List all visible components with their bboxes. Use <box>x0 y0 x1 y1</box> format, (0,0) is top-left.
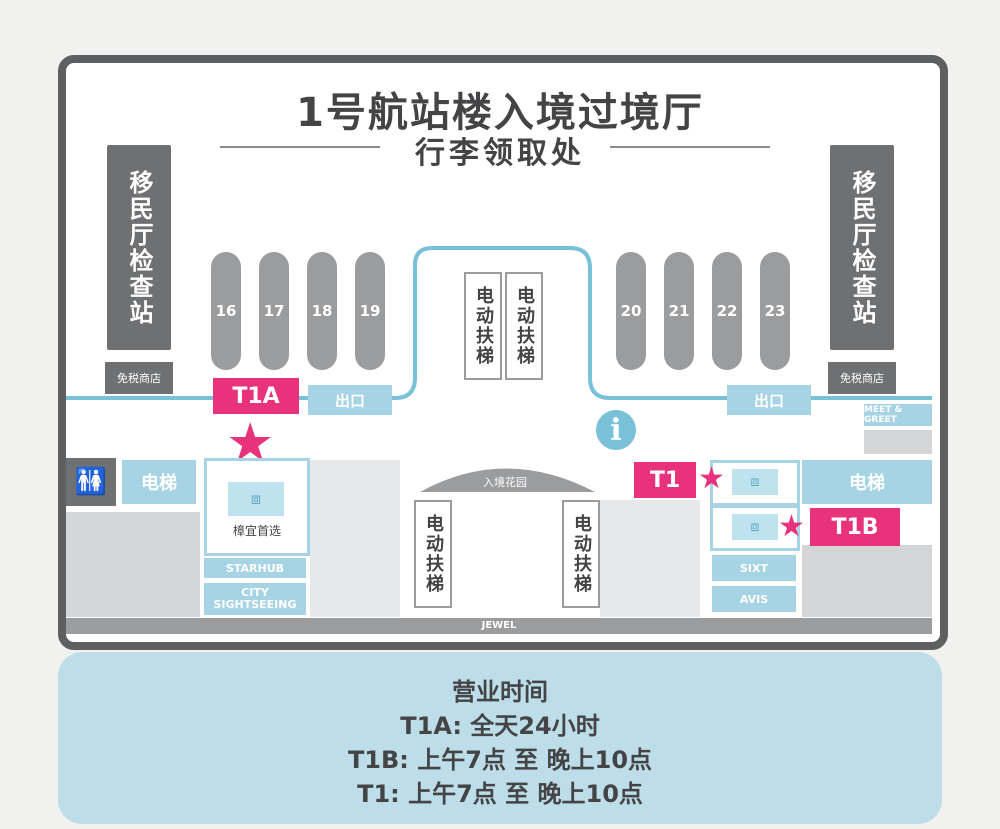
opening-hours-panel <box>58 652 942 824</box>
starhub-counter: STARHUB <box>204 558 306 578</box>
immigration-checkpoint-right: 移民厅检查站 <box>830 145 894 350</box>
meet-greet-counter: MEET & GREET <box>864 404 932 426</box>
grey-area-left <box>66 512 200 617</box>
escalator-lower-right: 电动扶梯 <box>562 500 600 608</box>
baggage-belt-22: 22 <box>712 252 742 370</box>
arrival-garden-dome <box>420 468 595 492</box>
escalator-upper-right: 电动扶梯 <box>505 272 543 380</box>
arrival-garden-label: 入境花园 <box>483 476 527 489</box>
avis-counter: AVIS <box>712 586 796 612</box>
baggage-belt-23: 23 <box>760 252 790 370</box>
hours-t1a: T1A: 全天24小时 <box>400 712 600 740</box>
t1b-label: T1B <box>810 508 900 546</box>
baggage-belt-16: 16 <box>211 252 241 370</box>
jewel-label: JEWEL <box>481 620 517 631</box>
t1-label: T1 <box>634 462 696 498</box>
luggage-icon: ⧈ <box>730 512 780 542</box>
subtitle-divider-right <box>610 146 770 148</box>
baggage-belt-17: 17 <box>259 252 289 370</box>
city-sightseeing-counter: CITY SIGHTSEEING <box>204 583 306 615</box>
elevator-left: 电梯 <box>122 460 196 504</box>
hours-t1: T1: 上午7点 至 晚上10点 <box>357 780 643 808</box>
t1a-counter: T1A <box>213 378 299 414</box>
map-title: 1号航站楼入境过境厅 <box>296 90 704 136</box>
map-subtitle: 行李领取处 <box>415 136 585 171</box>
sixt-counter: SIXT <box>712 555 796 581</box>
grey-area-center-right <box>600 500 700 617</box>
grey-area-center-left <box>310 460 400 617</box>
baggage-belt-20: 20 <box>616 252 646 370</box>
jewel-bar <box>66 618 932 634</box>
restroom-icon: 🚻 <box>66 458 116 506</box>
escalator-upper-left: 电动扶梯 <box>464 272 502 380</box>
escalator-lower-left: 电动扶梯 <box>414 500 452 608</box>
exit-right: 出口 <box>727 385 811 415</box>
luggage-icon: ⧈ <box>730 467 780 497</box>
baggage-belt-18: 18 <box>307 252 337 370</box>
duty-free-right: 免税商店 <box>828 362 896 394</box>
star-icon: ★ <box>698 461 725 496</box>
shop-label: 樟宜首选 <box>232 524 281 538</box>
exit-left: 出口 <box>308 385 392 415</box>
city-sightseeing-line2: SIGHTSEEING <box>213 598 297 611</box>
baggage-belt-21: 21 <box>664 252 694 370</box>
immigration-checkpoint-left: 移民厅检查站 <box>107 145 171 350</box>
grey-area-right <box>802 545 932 617</box>
subtitle-divider-left <box>220 146 380 148</box>
info-icon: i <box>596 410 636 450</box>
walkway-line <box>66 246 932 400</box>
grey-area-right-top <box>864 430 932 454</box>
luggage-icon: ⧈ <box>226 480 286 518</box>
hours-heading: 营业时间 <box>452 678 548 706</box>
star-icon: ★ <box>778 509 805 544</box>
duty-free-left: 免税商店 <box>105 362 173 394</box>
city-sightseeing-line1: CITY <box>241 586 269 599</box>
baggage-belt-19: 19 <box>355 252 385 370</box>
hours-t1b: T1B: 上午7点 至 晚上10点 <box>347 746 653 774</box>
elevator-right: 电梯 <box>802 460 932 504</box>
